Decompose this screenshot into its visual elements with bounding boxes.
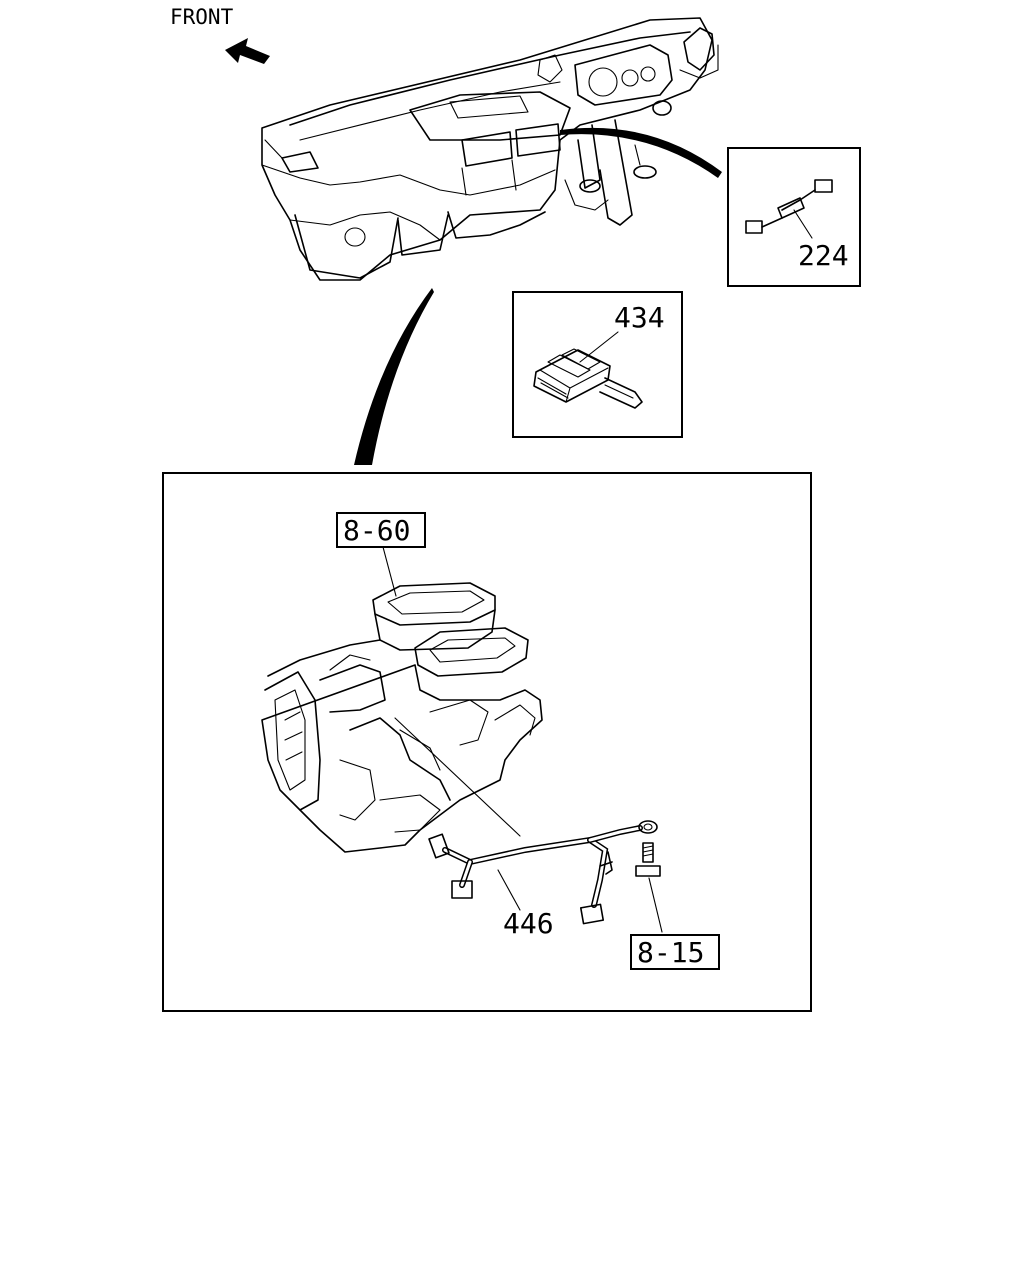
instrument-panel (261, 17, 719, 281)
heater-unit-box (162, 472, 812, 1012)
ref-8-15-box (630, 934, 720, 970)
ref-8-15: 8-15 (637, 936, 704, 969)
part-434-connector-icon (533, 348, 643, 409)
ref-8-60-box (336, 512, 426, 548)
part-224-wire-icon (745, 179, 833, 234)
heater-unit (261, 582, 543, 853)
leader-to-224 (560, 127, 722, 178)
leader-8-15 (648, 877, 663, 933)
leader-8-60 (382, 546, 397, 597)
part-434-box (512, 291, 683, 438)
part-446-harness (428, 820, 658, 925)
bolt-icon (635, 842, 661, 877)
leader-224 (793, 209, 813, 239)
ref-8-60: 8-60 (343, 514, 410, 547)
part-224-box (727, 147, 861, 287)
leader-heater-to-harness (394, 717, 521, 837)
front-arrow-icon (225, 38, 270, 64)
callout-224: 224 (798, 239, 849, 272)
leader-446 (497, 869, 521, 911)
callout-434: 434 (614, 301, 665, 334)
leader-434 (579, 331, 619, 363)
front-label: FRONT (170, 5, 234, 29)
leader-to-heater-box (354, 288, 434, 465)
callout-446: 446 (503, 907, 554, 940)
